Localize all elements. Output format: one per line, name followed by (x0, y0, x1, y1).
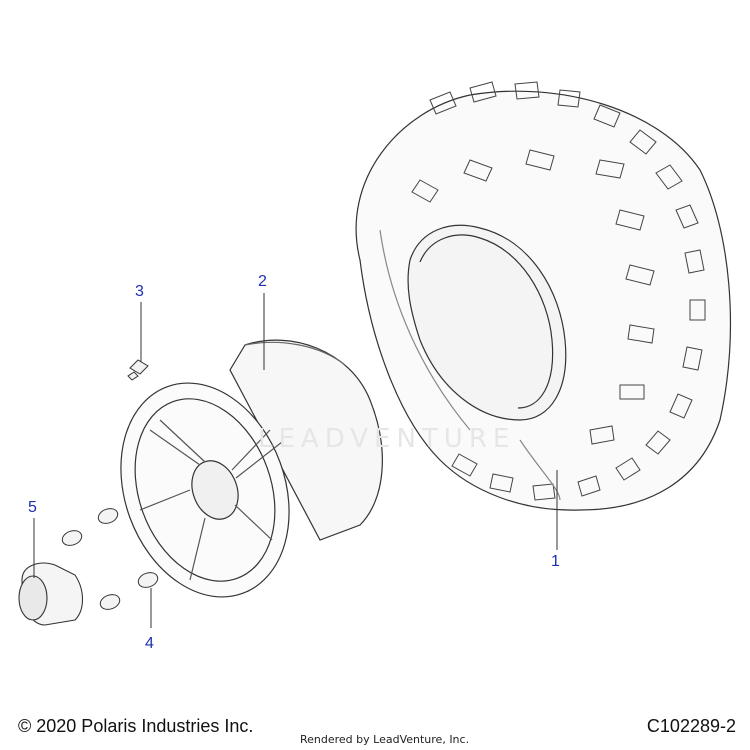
diagram-code: C102289-2 (646, 716, 736, 736)
valve-stem[interactable] (127, 359, 149, 381)
copyright-text: © 2020 Polaris Industries Inc. (18, 716, 254, 736)
callout-2[interactable]: 2 (258, 273, 267, 290)
wheel-rim[interactable] (92, 339, 383, 621)
callout-4[interactable]: 4 (145, 635, 154, 652)
tire[interactable] (355, 81, 732, 511)
leader-lines (33, 293, 558, 628)
callout-1[interactable]: 1 (551, 553, 560, 570)
watermark-text: LEADVENTURE (258, 424, 516, 454)
callout-5[interactable]: 5 (28, 499, 37, 516)
lug-nuts[interactable] (60, 506, 160, 612)
callout-3[interactable]: 3 (135, 283, 144, 300)
rendered-by-text: Rendered by LeadVenture, Inc. (300, 733, 470, 746)
center-cap[interactable] (18, 562, 84, 626)
